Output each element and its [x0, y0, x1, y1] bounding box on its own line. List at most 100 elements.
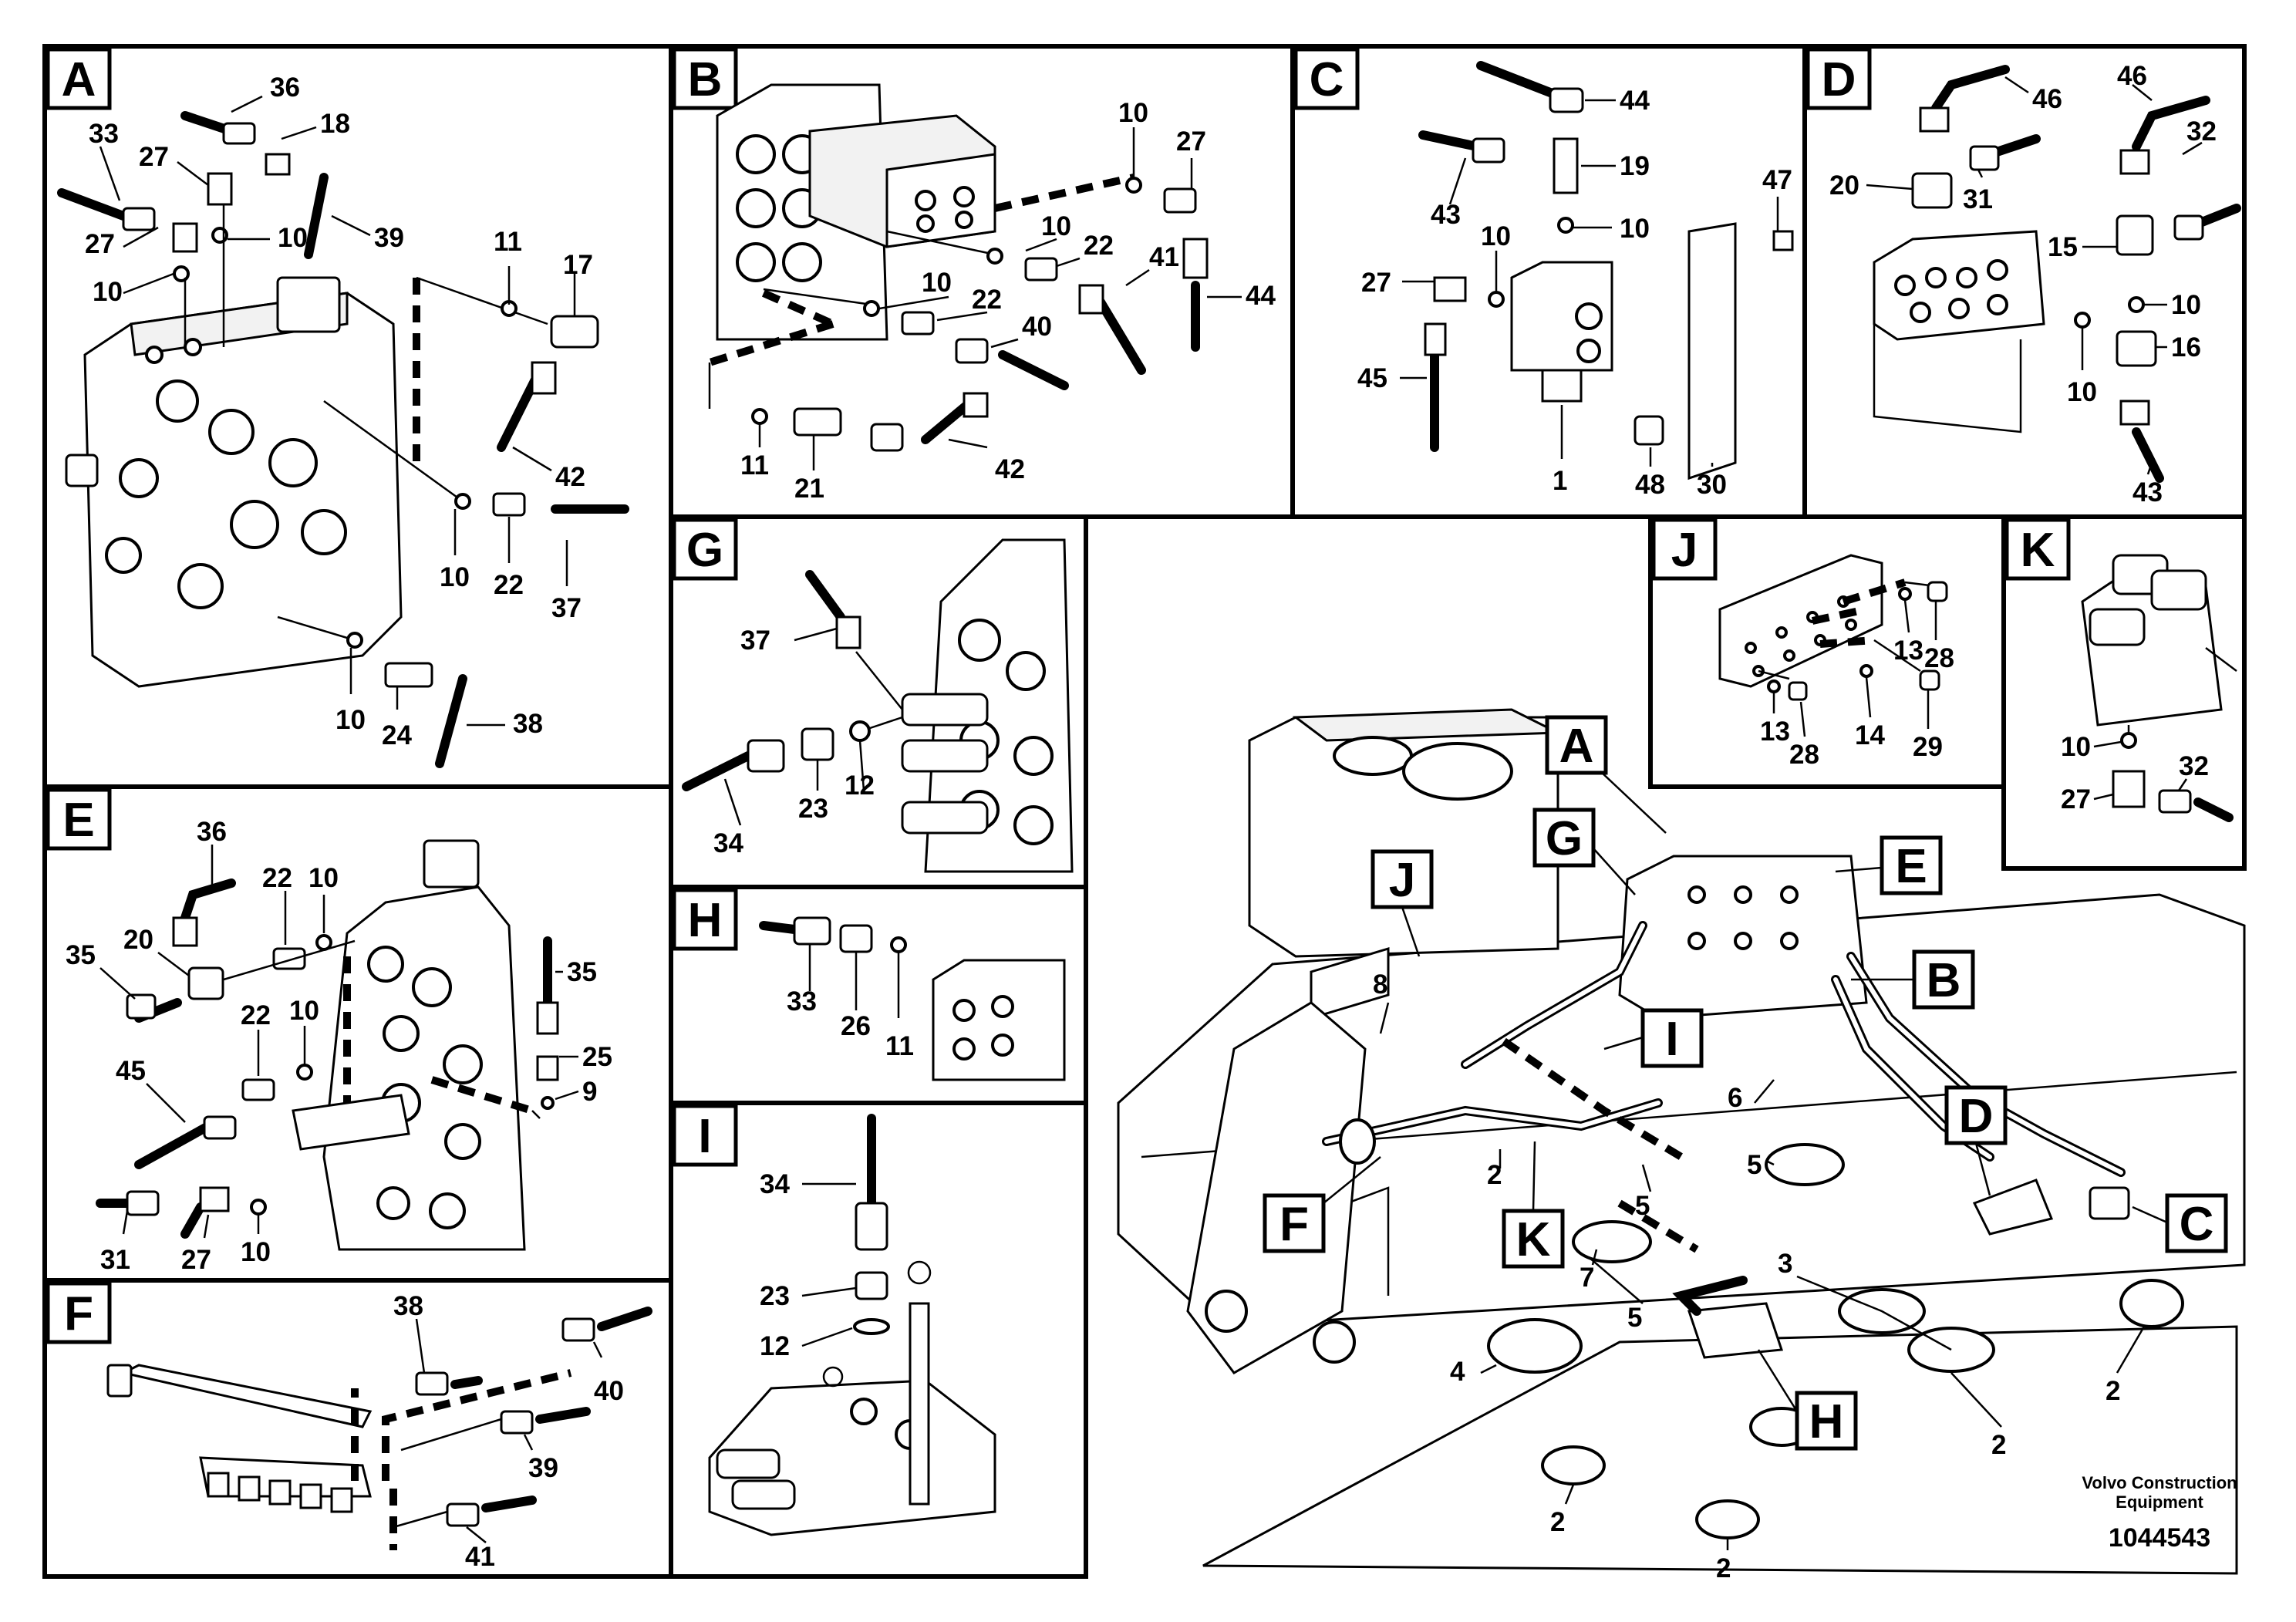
panel-c-drawing	[1418, 61, 1794, 481]
callout-main-5-lower: 5	[1627, 1303, 1642, 1333]
callout-b-10-top: 10	[1118, 98, 1148, 128]
callout-e-35-left: 35	[66, 940, 96, 970]
panel-badge-k: K	[2004, 518, 2071, 581]
callout-c-43: 43	[1431, 200, 1461, 230]
callout-main-4: 4	[1450, 1357, 1465, 1387]
callout-b-41: 41	[1149, 242, 1179, 272]
callout-e-10: 10	[308, 863, 339, 893]
callout-d-10-left: 10	[2067, 377, 2097, 407]
callout-a-24: 24	[382, 720, 412, 750]
callout-c-30: 30	[1697, 470, 1727, 500]
panel-label-b: B	[688, 53, 723, 106]
brand-line-2: Equipment	[2116, 1492, 2203, 1512]
ref-label-c: C	[2180, 1198, 2214, 1251]
panel-j-callouts: 13 28 13 28 14 29	[1760, 599, 1954, 770]
ref-badge-b: B	[1912, 949, 1975, 1010]
panel-i-callouts: 34 23 12	[760, 1169, 857, 1361]
callout-i-23: 23	[760, 1281, 790, 1311]
callout-a-27: 27	[139, 142, 169, 172]
ref-label-k: K	[1516, 1213, 1551, 1266]
ref-badge-h: H	[1795, 1391, 1858, 1451]
panel-k-callouts: 10 27 32	[2061, 732, 2209, 814]
ref-label-h: H	[1809, 1395, 1844, 1448]
callout-b-10: 10	[1041, 211, 1071, 241]
callout-c-10-left: 10	[1481, 221, 1511, 251]
callout-b-22-mid: 22	[972, 285, 1002, 315]
panel-g-callouts: 37 23 12 34	[713, 626, 875, 858]
panel-i-drawing	[708, 1114, 996, 1536]
panel-label-a: A	[62, 53, 96, 106]
callout-k-32: 32	[2179, 751, 2209, 781]
panel-label-f: F	[64, 1287, 93, 1340]
main-callouts: 8 2 7 5 6 5 5 4 3 2 2 2 2	[1373, 969, 2146, 1583]
callout-b-22: 22	[1084, 231, 1114, 261]
ref-badge-c: C	[2165, 1193, 2228, 1253]
panel-badge-d: D	[1805, 47, 1872, 110]
callout-d-16: 16	[2171, 332, 2201, 363]
callout-g-37: 37	[740, 626, 770, 656]
panel-label-g: G	[686, 524, 723, 577]
callout-c-1: 1	[1553, 466, 1567, 496]
panel-k-drawing	[2081, 554, 2237, 822]
callout-e-22-mid: 22	[241, 1000, 271, 1030]
footer: Volvo Construction Equipment 1044543	[2082, 1473, 2237, 1553]
ref-label-f: F	[1279, 1198, 1309, 1251]
callout-a-17: 17	[563, 250, 593, 280]
callout-c-27: 27	[1361, 268, 1391, 298]
callout-a-10-left: 10	[93, 277, 123, 307]
brand-line-1: Volvo Construction	[2082, 1473, 2237, 1492]
panel-label-k: K	[2021, 524, 2055, 577]
callout-c-48: 48	[1635, 470, 1665, 500]
callout-h-11: 11	[885, 1031, 914, 1061]
callout-a-37: 37	[551, 593, 582, 623]
callout-e-25: 25	[582, 1042, 612, 1072]
callout-i-12: 12	[760, 1331, 790, 1361]
callout-d-10-right: 10	[2171, 290, 2201, 320]
ref-label-e: E	[1895, 840, 1927, 893]
callout-f-38: 38	[393, 1291, 423, 1321]
callout-main-7: 7	[1580, 1263, 1594, 1293]
panel-a-callouts: 36 18 33 27 27 10 10 39 11 17 42 10 22 3…	[85, 73, 593, 750]
ref-badge-a: A	[1545, 715, 1608, 775]
callout-b-27: 27	[1176, 126, 1206, 157]
callout-h-33: 33	[787, 986, 817, 1017]
ref-badge-f: F	[1263, 1193, 1326, 1253]
callout-e-10-mid: 10	[289, 996, 319, 1026]
callout-b-42: 42	[995, 454, 1025, 484]
callout-d-31: 31	[1963, 184, 1993, 214]
callout-b-11: 11	[740, 450, 769, 481]
panel-e-drawing	[96, 839, 559, 1251]
callout-main-2-bottom: 2	[1716, 1553, 1731, 1583]
panel-label-e: E	[62, 794, 94, 847]
panel-badge-i: I	[672, 1104, 738, 1167]
callout-e-22: 22	[262, 863, 292, 893]
callout-j-13-bottom: 13	[1760, 717, 1790, 747]
panel-badge-g: G	[672, 518, 738, 581]
callout-d-46-right: 46	[2117, 61, 2147, 91]
callout-j-14: 14	[1855, 720, 1885, 750]
callout-a-10-bottom: 10	[335, 705, 366, 735]
panel-h-drawing	[759, 916, 1066, 1081]
panel-label-d: D	[1822, 53, 1856, 106]
callout-e-45: 45	[116, 1056, 146, 1086]
callout-d-32: 32	[2186, 116, 2217, 147]
panel-badge-j: J	[1651, 518, 1718, 581]
panel-d-drawing	[1873, 65, 2241, 483]
panel-badge-b: B	[672, 47, 738, 110]
callout-a-39: 39	[374, 223, 404, 253]
main-reference-badges: A G E J I B D F K C H	[1263, 715, 2228, 1451]
callout-c-19: 19	[1620, 151, 1650, 181]
callout-a-27-lower: 27	[85, 229, 115, 259]
callout-d-43: 43	[2132, 477, 2163, 508]
main-machine-drawing	[1117, 708, 2246, 1575]
panel-a-drawing	[57, 111, 629, 768]
panel-e-callouts: 36 22 10 20 35 35 22 10 25 9 45 31 27 10	[66, 817, 612, 1275]
panel-label-j: J	[1671, 524, 1698, 577]
callout-j-28-bottom: 28	[1789, 740, 1819, 770]
callout-c-47: 47	[1762, 165, 1792, 195]
callout-main-2-far-right: 2	[2106, 1376, 2120, 1406]
panel-label-c: C	[1310, 53, 1344, 106]
ref-label-a: A	[1559, 720, 1594, 773]
panel-badge-c: C	[1293, 47, 1360, 110]
callout-a-22: 22	[494, 570, 524, 600]
